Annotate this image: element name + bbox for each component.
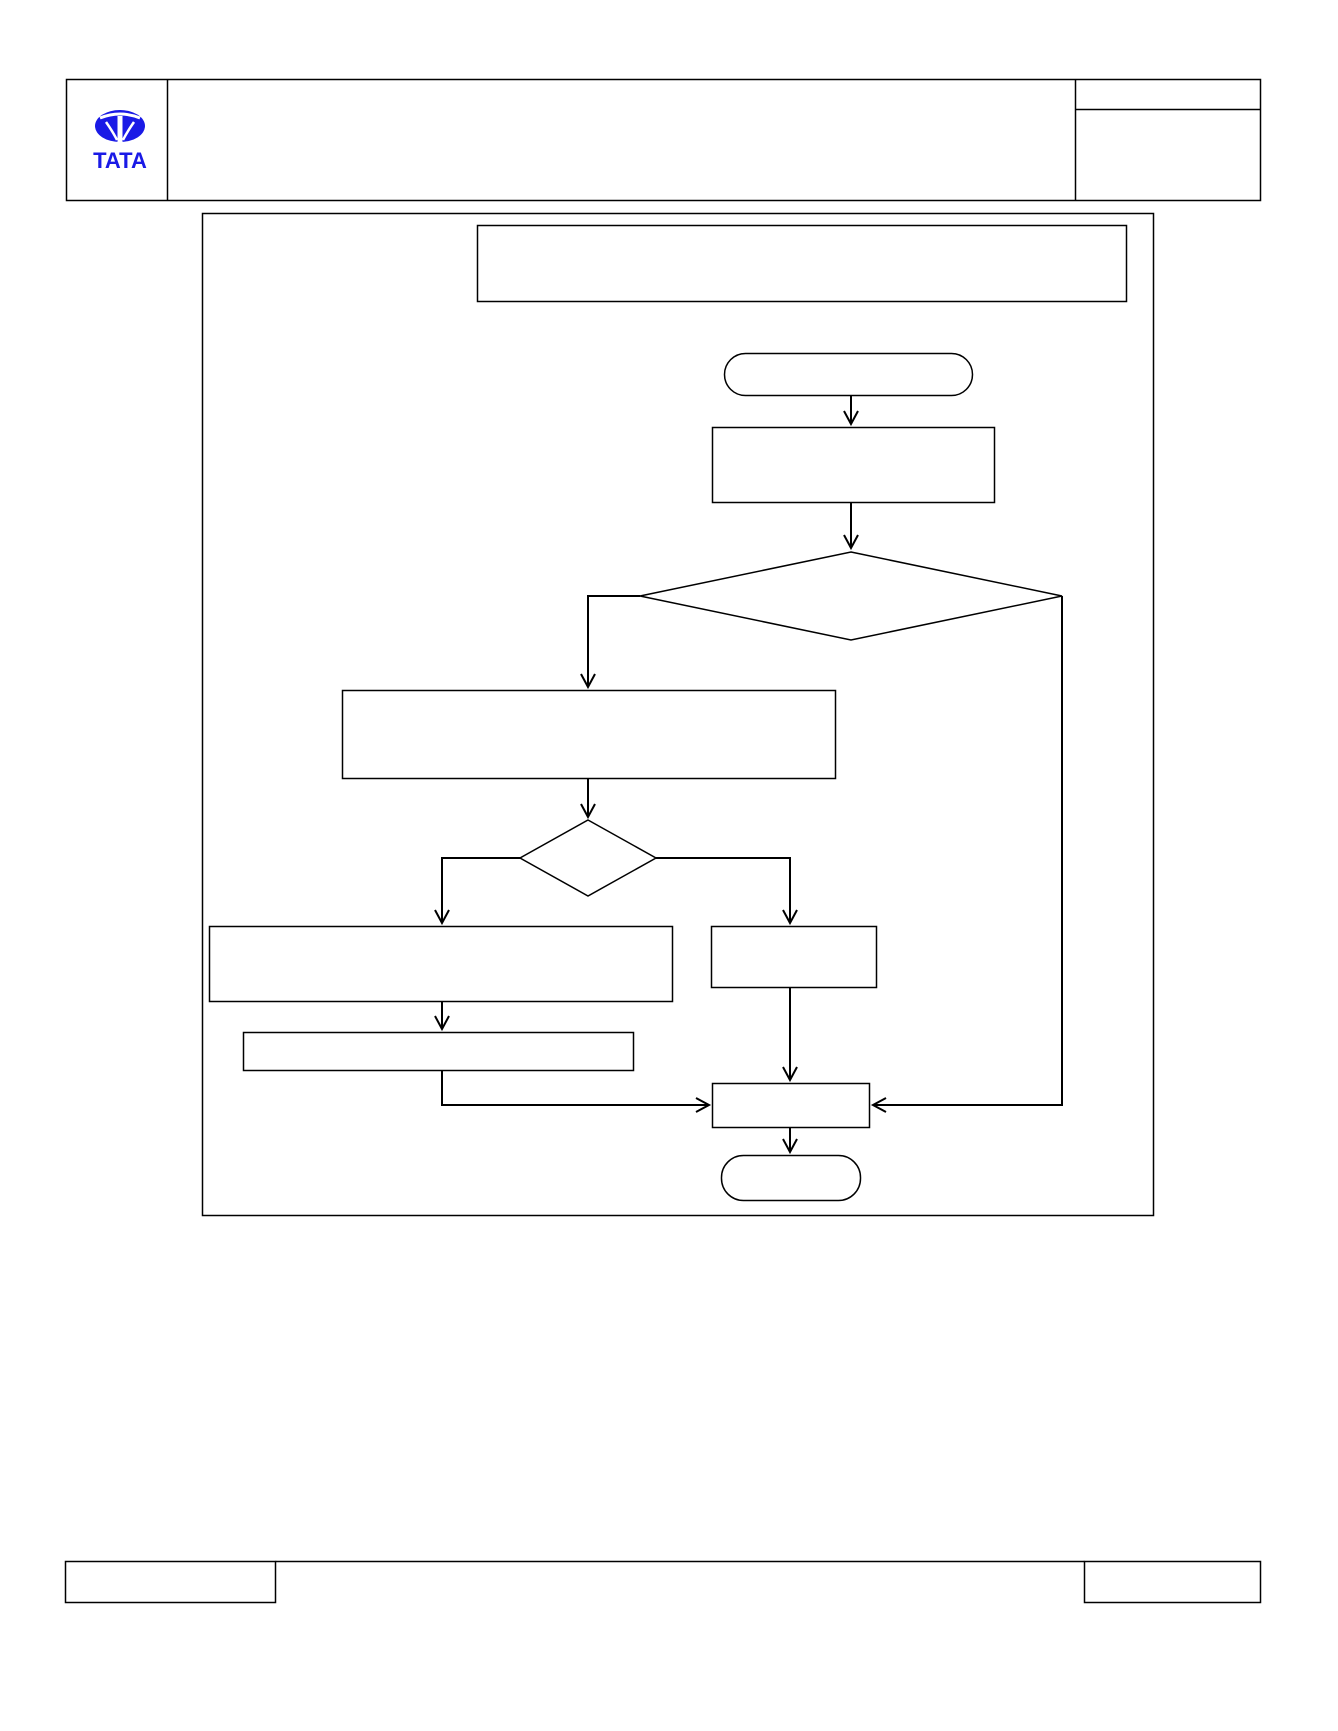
process-box-1 — [711, 426, 996, 504]
process-box-5 — [242, 1031, 635, 1072]
process-box-2 — [341, 689, 837, 780]
connector-process-5-to-process-6 — [441, 1071, 712, 1113]
tata-wordmark: TATA — [93, 148, 147, 173]
tata-logo-icon: TATA — [93, 110, 147, 173]
connector-decision-1-to-process-2 — [580, 595, 640, 690]
process-box-4 — [710, 925, 878, 989]
end-terminal — [720, 1154, 862, 1202]
header-frame — [65, 78, 1262, 202]
decision-diamond-1 — [639, 551, 1063, 641]
diagram-title-box — [476, 224, 1128, 303]
connector-decision-1-to-process-6 — [870, 596, 1063, 1113]
document-footer — [64, 1560, 1262, 1604]
decision-diamond-2 — [518, 819, 658, 897]
start-terminal — [723, 352, 974, 397]
connector-decision-2-to-process-3 — [434, 857, 520, 926]
document-header: TATA — [65, 78, 1262, 202]
process-box-3 — [208, 925, 674, 1003]
diagram-frame — [201, 212, 1155, 1217]
footer-right-cell — [1083, 1560, 1262, 1604]
process-box-6 — [711, 1082, 871, 1129]
footer-left-cell — [64, 1560, 277, 1604]
connector-decision-2-to-process-4 — [656, 857, 798, 926]
